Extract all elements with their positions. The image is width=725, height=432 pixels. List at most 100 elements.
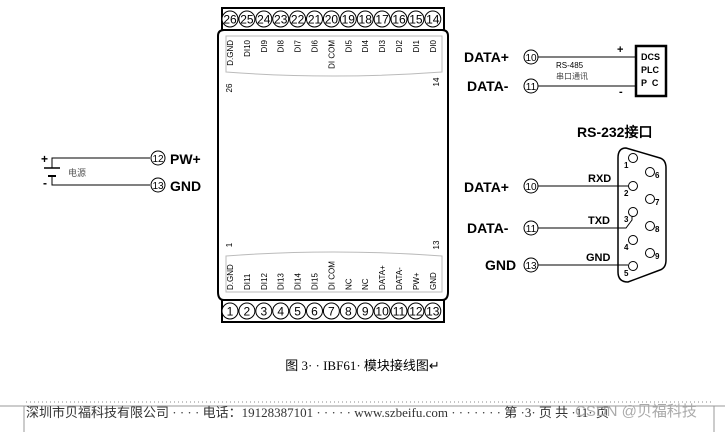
dcs-plc-box xyxy=(634,44,668,98)
top-label-panel xyxy=(225,35,443,77)
terminal-bottom xyxy=(306,302,323,320)
minus-sign: - xyxy=(619,86,623,98)
terminal-number: 9 xyxy=(362,305,369,319)
terminal-bottom xyxy=(356,302,374,320)
db9-pin-number: 7 xyxy=(655,198,660,207)
db9-pin-number: 9 xyxy=(655,252,660,261)
db9-pin-number: 1 xyxy=(624,161,629,170)
rs485-label: RS-485 xyxy=(556,61,584,70)
terminal-number: 6 xyxy=(311,305,318,319)
db9-pin xyxy=(628,207,638,217)
top-pin-label: DI2 xyxy=(395,39,404,52)
db9-pin-number: 4 xyxy=(624,243,629,252)
terminal-number: 26 xyxy=(223,13,237,27)
db9-pin xyxy=(628,261,638,271)
plus-sign: + xyxy=(617,44,623,56)
terminal-top xyxy=(373,10,391,28)
db9-pin-number: 2 xyxy=(624,189,629,198)
bottom-pin-label: DI12 xyxy=(260,273,269,290)
terminal-number: 2 xyxy=(244,305,251,319)
terminal-number: 11 xyxy=(526,82,537,93)
gnd-label: GND xyxy=(170,178,201,194)
terminal-number: 24 xyxy=(257,13,271,27)
top-pin-label: DI0 xyxy=(429,39,438,52)
terminal-number: 20 xyxy=(325,13,339,27)
terminal-number: 11 xyxy=(393,305,406,319)
terminal-number: 12 xyxy=(152,154,164,165)
data-plus-label: DATA+ xyxy=(464,179,509,195)
bottom-pin-label: DI13 xyxy=(277,273,286,290)
watermark: CSDN @贝福科技 xyxy=(575,403,697,420)
bottom-pin-label: DATA+ xyxy=(378,265,387,290)
top-pin-label: DI6 xyxy=(311,39,320,52)
terminal-number: 11 xyxy=(526,224,537,235)
power-minus: - xyxy=(43,176,47,190)
terminal-number: 21 xyxy=(308,13,322,27)
db9-connector xyxy=(617,147,667,283)
terminal-number: 25 xyxy=(240,13,254,27)
terminal-number: 1 xyxy=(227,305,234,319)
corner-label: 14 xyxy=(432,77,441,86)
terminal-bottom xyxy=(339,302,357,320)
terminal-top xyxy=(356,10,374,28)
top-pin-label: D.GND xyxy=(226,40,235,66)
terminal-number: 8 xyxy=(345,305,352,319)
db9-pin xyxy=(645,167,655,177)
terminal-top xyxy=(272,10,290,28)
terminal-top xyxy=(255,10,273,28)
terminal-number: 16 xyxy=(392,13,406,27)
db9-pin xyxy=(628,235,638,245)
terminal-number: 3 xyxy=(260,305,267,319)
terminal-top xyxy=(306,10,323,28)
terminal-number: 13 xyxy=(525,261,537,272)
data-minus-label: DATA- xyxy=(467,220,509,236)
corner-label: 13 xyxy=(432,240,441,249)
data-minus-label: DATA- xyxy=(467,78,509,94)
pw-label: PW+ xyxy=(170,151,201,167)
gnd-label: GND xyxy=(485,257,516,273)
device-label: DCS xyxy=(641,52,660,62)
terminal-number: 12 xyxy=(409,305,423,319)
terminal-bottom xyxy=(289,302,307,320)
power-wiring xyxy=(44,150,166,193)
bottom-pin-label: PW+ xyxy=(412,272,421,290)
bottom-pin-label: DI11 xyxy=(243,273,252,290)
db9-pin-number: 3 xyxy=(624,215,629,224)
top-pin-label: DI5 xyxy=(344,39,353,52)
terminal-bottom xyxy=(373,302,391,320)
terminal-bottom xyxy=(255,302,273,320)
terminal-number: 10 xyxy=(525,182,537,193)
db9-pin xyxy=(645,248,655,258)
db9-pin-number: 8 xyxy=(655,225,660,234)
terminal-bottom xyxy=(221,302,239,320)
top-pin-label: DI9 xyxy=(260,39,269,52)
bottom-pin-label: GND xyxy=(429,272,438,290)
db9-pin xyxy=(628,153,638,163)
top-pin-label: DI8 xyxy=(277,39,286,52)
terminal-top xyxy=(339,10,357,28)
terminal-number: 13 xyxy=(426,305,440,319)
top-pin-label: DI3 xyxy=(378,39,387,52)
terminal-number: 4 xyxy=(277,305,284,319)
db9-pin xyxy=(645,221,655,231)
db9-pin xyxy=(645,194,655,204)
txd-label: TXD xyxy=(588,215,610,227)
module-body xyxy=(217,29,449,301)
terminal-top xyxy=(322,10,340,28)
bottom-pin-label: DI14 xyxy=(294,273,303,290)
terminal-bottom xyxy=(424,302,442,320)
rs232-title: RS-232接口 xyxy=(577,124,652,140)
terminal-top xyxy=(407,10,425,28)
terminal-bottom xyxy=(407,302,425,320)
terminal-number: 14 xyxy=(426,13,440,27)
page-footer: 深圳市贝福科技有限公司 · · · · 电话：19128387101 · · ·… xyxy=(26,405,609,420)
rs232-wiring xyxy=(523,178,633,273)
terminal-bottom xyxy=(390,302,408,320)
bottom-pin-label: DATA- xyxy=(395,267,404,290)
bottom-pin-label: DI COM xyxy=(327,261,336,290)
top-pin-label: DI10 xyxy=(243,39,252,56)
terminal-top xyxy=(221,10,239,28)
terminal-bottom xyxy=(272,302,290,320)
bottom-pin-label: NC xyxy=(344,278,353,290)
